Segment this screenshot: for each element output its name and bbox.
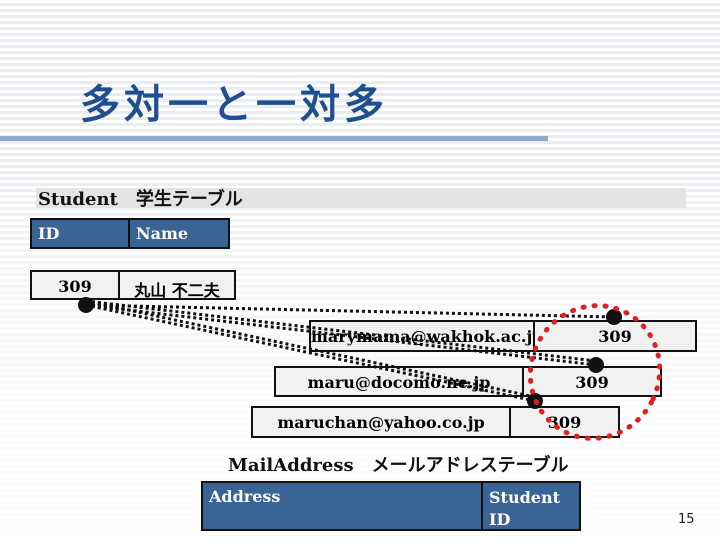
student-endpoint-dot [78, 297, 94, 313]
mail-row-1-address: marymama@wakhok.ac.jp [309, 320, 543, 352]
student-header-id: ID [30, 218, 130, 249]
page-number: 15 [678, 512, 695, 527]
mail-row-2-student-id: 309 [522, 366, 662, 397]
student-cell-name: 丸山 不二夫 [118, 270, 236, 300]
connector-line-2b [85, 299, 597, 363]
connector-line-1 [85, 303, 615, 319]
mail-endpoint-dot-2 [588, 357, 604, 373]
mail-header-student-id: Student ID [481, 481, 581, 531]
student-cell-id: 309 [30, 270, 120, 300]
student-id-highlight-circle [527, 303, 663, 441]
mail-row-3-address: maruchan@yahoo.co.jp [251, 406, 511, 438]
student-header-name: Name [128, 218, 230, 249]
connector-line-3b [85, 299, 536, 399]
mail-header-address: Address [201, 481, 483, 531]
student-label-band [36, 188, 686, 208]
title-underline [0, 136, 548, 141]
student-table-label: Student 学生テーブル [38, 189, 243, 210]
mail-endpoint-dot-1 [606, 309, 622, 325]
connector-line-3 [85, 303, 536, 403]
connector-line-2 [85, 303, 597, 367]
mail-table-label: MailAddress メールアドレステーブル [228, 455, 569, 476]
slide-title: 多対一と一対多 [80, 82, 388, 128]
